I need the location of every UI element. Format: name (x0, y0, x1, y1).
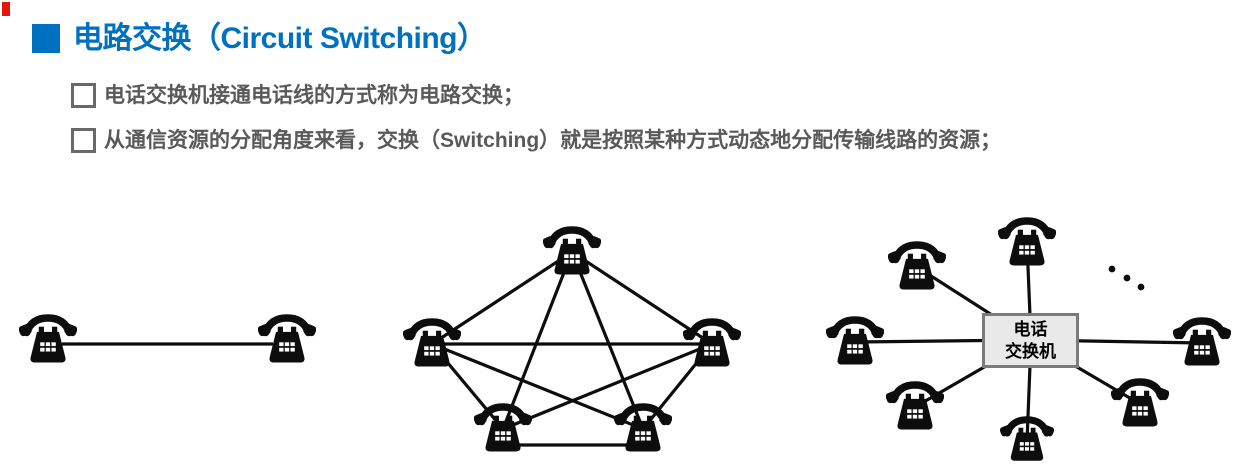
hollow-square-bullet-icon (71, 128, 96, 153)
telephone-icon (257, 318, 318, 362)
bullet-text-1: 电话交换机接通电话线的方式称为电路交换； (104, 84, 524, 107)
more-phones-ellipsis-dots (1108, 265, 1145, 291)
bullet-item-1: 电话交换机接通电话线的方式称为电路交换； (71, 83, 524, 109)
red-marker (2, 2, 10, 16)
connection-line (501, 251, 574, 430)
connection-line (431, 342, 644, 431)
connection-line (502, 342, 713, 431)
telephone-icon (18, 318, 79, 362)
switch-box-label-line1: 电话 (1013, 319, 1048, 339)
telephone-switch-box: 电话 交换机 (982, 313, 1079, 368)
title-square-icon (32, 24, 60, 53)
title-row: 电路交换（Circuit Switching） (32, 21, 487, 57)
page-title: 电路交换（Circuit Switching） (73, 22, 487, 55)
telephone-icon (887, 245, 948, 289)
hollow-square-bullet-icon (71, 83, 96, 108)
bullet-text-2: 从通信资源的分配角度来看，交换（Switching）就是按照某种方式动态地分配传… (104, 129, 1002, 152)
telephone-icon (1110, 382, 1171, 426)
connection-line (570, 251, 645, 430)
switch-box-label-line2: 交换机 (1005, 341, 1056, 361)
telephone-icon (997, 221, 1058, 265)
bullet-item-2: 从通信资源的分配角度来看，交换（Switching）就是按照某种方式动态地分配传… (71, 128, 1001, 154)
telephone-icon (885, 385, 946, 429)
